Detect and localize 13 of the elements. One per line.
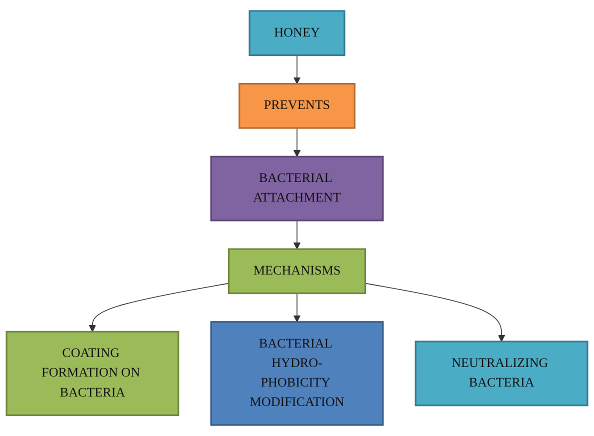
arrow bbox=[293, 128, 301, 157]
arrow bbox=[293, 220, 301, 250]
arrow bbox=[293, 292, 301, 322]
node-box: NEUTRALIZING BACTERIA bbox=[414, 340, 588, 406]
node-box: PREVENTS bbox=[238, 83, 356, 129]
arrow bbox=[293, 54, 301, 84]
arrow bbox=[364, 282, 506, 342]
arrow bbox=[88, 282, 230, 332]
node-box: MECHANISMS bbox=[228, 248, 366, 294]
node-box: COATING FORMATION ON BACTERIA bbox=[6, 330, 180, 416]
node-box: BACTERIAL ATTACHMENT bbox=[210, 156, 384, 222]
node-box: BACTERIAL HYDRO-PHOBICITY MODIFICATION bbox=[210, 321, 384, 426]
node-box: HONEY bbox=[248, 10, 346, 56]
